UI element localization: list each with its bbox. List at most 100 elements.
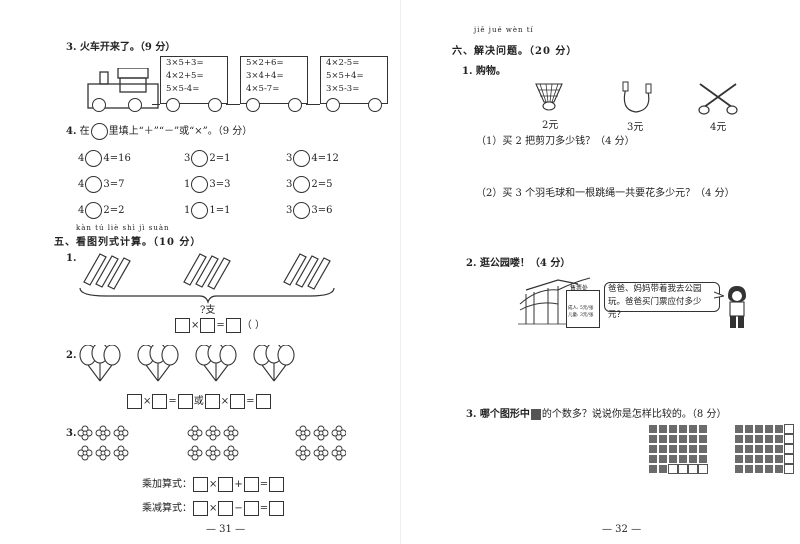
ticket-line: 成人: 5元/张 xyxy=(568,306,594,311)
wheel xyxy=(246,98,260,112)
grid-cell xyxy=(668,464,678,474)
bubble-tail xyxy=(714,291,724,299)
grid-cell xyxy=(668,444,678,454)
grid-cell xyxy=(744,444,754,454)
operator-circle[interactable] xyxy=(293,176,311,193)
equation-rest: 1=1 xyxy=(209,205,231,216)
answer-box[interactable] xyxy=(243,477,259,492)
answer-box[interactable] xyxy=(175,318,190,333)
ticket-line: 儿童: 3元/张 xyxy=(568,313,594,318)
grid-cell xyxy=(688,434,698,444)
answer-box[interactable] xyxy=(177,394,193,409)
car-problem: 5×2+6= xyxy=(246,58,284,68)
price-jump-rope: 3元 xyxy=(627,122,644,133)
balloon-group xyxy=(195,345,237,382)
pencils-illustration xyxy=(79,253,335,304)
answer-box[interactable] xyxy=(218,477,234,492)
grid-cell xyxy=(698,434,708,444)
equation-row-1: ×=（ ） xyxy=(174,316,265,333)
equation-rest: 4=16 xyxy=(103,153,131,164)
q3-title: 3. 火车开来了。（9 分） xyxy=(66,42,176,53)
grid-cell xyxy=(764,444,774,454)
mult-add-row: 乘加算式：×+= xyxy=(142,475,285,492)
or-word: 或 xyxy=(193,396,204,407)
answer-box[interactable] xyxy=(200,318,216,333)
grid-cell xyxy=(678,424,688,434)
equation-rest: 3=3 xyxy=(209,179,231,190)
grid-cell xyxy=(678,444,688,454)
grid-cell xyxy=(784,454,794,464)
grid-cell xyxy=(764,434,774,444)
booth-sign: 售票处 xyxy=(570,285,589,292)
shuttlecock-icon xyxy=(535,83,563,111)
ticket-booth: 售票处 成人: 5元/张 儿童: 3元/张 xyxy=(566,285,600,328)
operator-circle[interactable] xyxy=(191,150,209,167)
operand: 3 xyxy=(286,179,293,190)
speech-bubble: 爸爸、妈妈带着我去公园玩。爸爸买门票应付多少元？ xyxy=(604,282,720,320)
pencil-group-3 xyxy=(283,253,331,290)
coupling xyxy=(226,104,240,105)
pencil-group-2 xyxy=(183,253,231,290)
train-car-1: 3×5+3= 4×2+5= 5×5-4= xyxy=(160,56,228,104)
grid-cell xyxy=(754,434,764,444)
balloon-group xyxy=(137,345,179,382)
grid-cell xyxy=(668,424,678,434)
operand: 4 xyxy=(78,153,85,164)
page-number-right: — 32 — xyxy=(602,524,642,535)
grid-cell xyxy=(678,464,688,474)
q3-text-a: 3. 哪个图形中 xyxy=(466,409,530,420)
q2-title: 2. 逛公园喽！（4 分） xyxy=(466,258,571,269)
operand: 3 xyxy=(184,153,191,164)
item-3-number: 3. xyxy=(66,428,77,439)
operator-circle[interactable] xyxy=(85,176,103,193)
grid-cell xyxy=(734,454,744,464)
grid-cell xyxy=(658,434,668,444)
car-problem: 4×5-7= xyxy=(246,84,280,94)
answer-box[interactable] xyxy=(269,501,285,516)
grid-cell xyxy=(774,424,784,434)
grid-cell xyxy=(698,464,708,474)
operator-circle[interactable] xyxy=(191,176,209,193)
operator-circle[interactable] xyxy=(191,202,209,219)
answer-box[interactable] xyxy=(127,394,142,409)
answer-box[interactable] xyxy=(230,394,246,409)
operator-circle[interactable] xyxy=(293,202,311,219)
answer-box[interactable] xyxy=(255,394,271,409)
grid-cell xyxy=(744,424,754,434)
answer-box[interactable] xyxy=(269,477,285,492)
grid-cell xyxy=(754,454,764,464)
balloons-illustration xyxy=(79,345,295,382)
pencil-group-1 xyxy=(83,253,131,290)
flowers-illustration xyxy=(77,425,346,461)
answer-box[interactable] xyxy=(193,501,208,516)
grid-cell xyxy=(764,464,774,474)
grid-cell xyxy=(784,434,794,444)
sec6-pinyin: jiě jué wèn tí xyxy=(474,26,534,34)
car-problem: 4×2-5= xyxy=(326,58,360,68)
answer-box[interactable] xyxy=(225,318,241,333)
sec6-title: 六、解决问题。（20 分） xyxy=(452,46,578,57)
car-problem: 4×2+5= xyxy=(166,71,204,81)
answer-box[interactable] xyxy=(152,394,168,409)
operator-circle[interactable] xyxy=(293,150,311,167)
answer-box[interactable] xyxy=(193,477,208,492)
grid-cell xyxy=(754,424,764,434)
grid-cell xyxy=(744,434,754,444)
grid-figure-right xyxy=(734,424,794,474)
car-problem: 3×5-3= xyxy=(326,84,360,94)
answer-box[interactable] xyxy=(243,501,259,516)
answer-box[interactable] xyxy=(218,501,234,516)
operator-circle[interactable] xyxy=(85,202,103,219)
operator-circle[interactable] xyxy=(85,150,103,167)
operand: 4 xyxy=(78,179,85,190)
grid-cell xyxy=(648,464,658,474)
grid-cell xyxy=(734,424,744,434)
flower-group-3 xyxy=(295,425,346,461)
grid-cell xyxy=(774,454,784,464)
item-2-number: 2. xyxy=(66,350,77,361)
q1-sub2: （2）买 3 个羽毛球和一根跳绳一共要花多少元？（4 分） xyxy=(476,188,735,199)
answer-box[interactable] xyxy=(204,394,220,409)
grid-cell xyxy=(754,444,764,454)
sec5-pinyin: kàn tú liè shì jì suàn xyxy=(76,224,170,232)
page-number-left: — 31 — xyxy=(206,524,246,535)
